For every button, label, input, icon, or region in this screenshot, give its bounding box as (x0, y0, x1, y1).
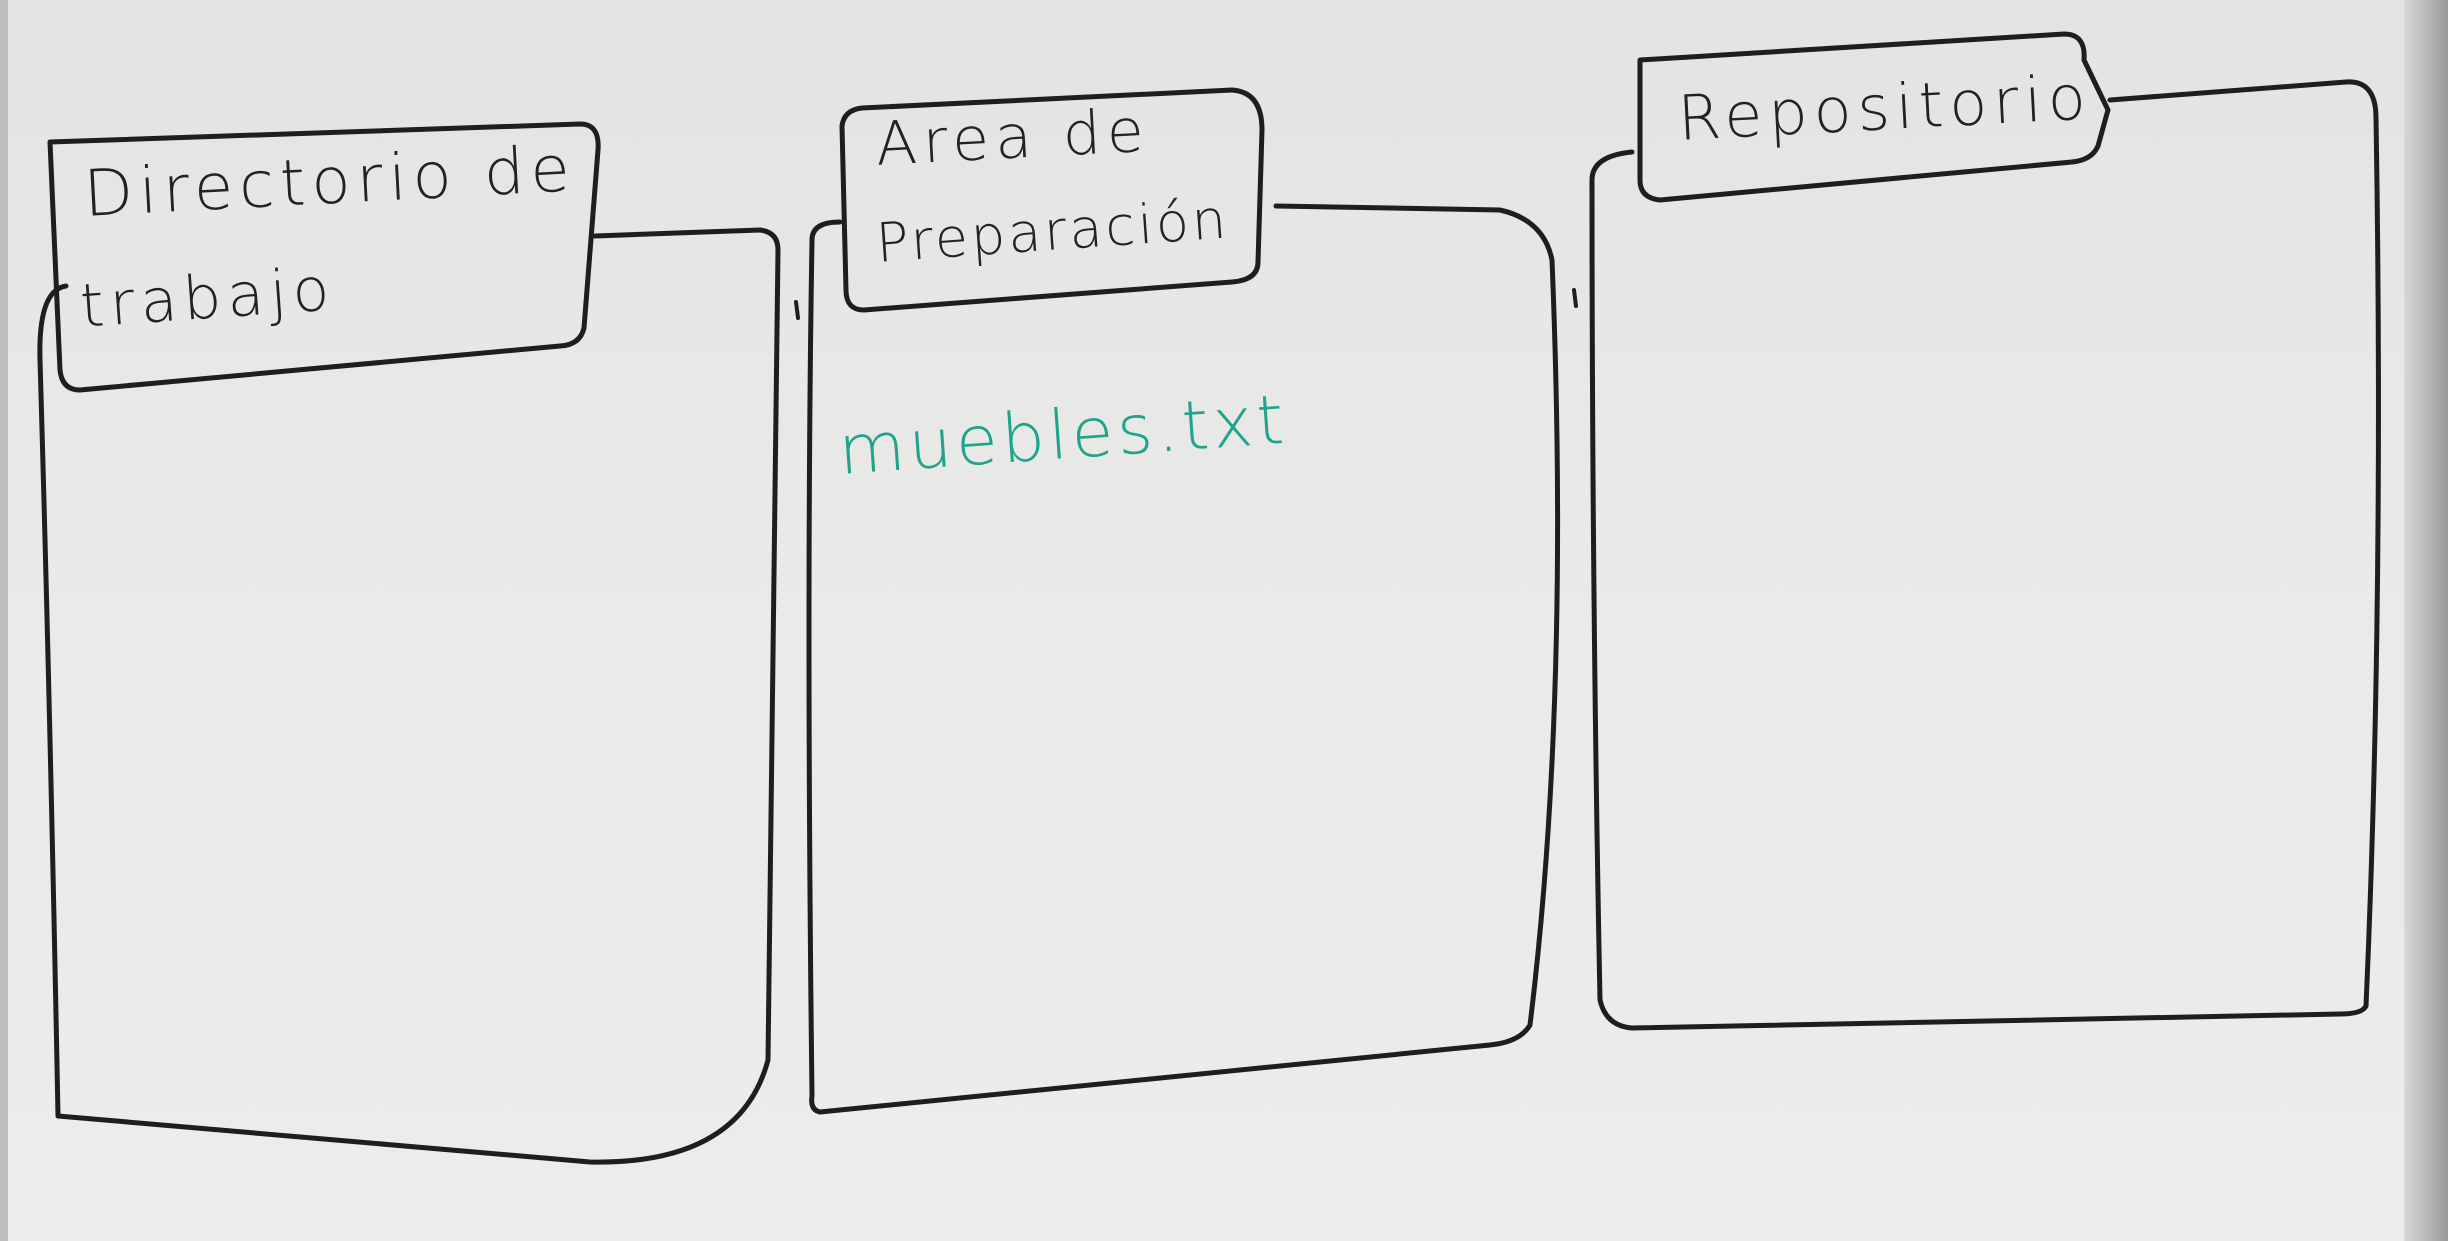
panel-working-directory-box (37, 227, 781, 1165)
panel-staging-area-box (806, 203, 1561, 1115)
panel-working-directory (37, 121, 781, 1165)
panel-repository-divider-mark (1572, 288, 1578, 308)
panel-repository-tab (1637, 31, 2111, 203)
panel-repository-box (1589, 79, 2381, 1031)
panel-staging-area (794, 87, 1561, 1115)
board-frame-left (0, 0, 8, 1241)
panel-staging-area-divider-mark (794, 300, 800, 320)
panel-working-directory-tab (47, 121, 601, 393)
panel-staging-area-tab (839, 87, 1265, 313)
board-frame-right (2404, 0, 2448, 1241)
panel-repository (1572, 31, 2381, 1031)
panel-staging-area-title-line1: Area de (874, 95, 1152, 180)
